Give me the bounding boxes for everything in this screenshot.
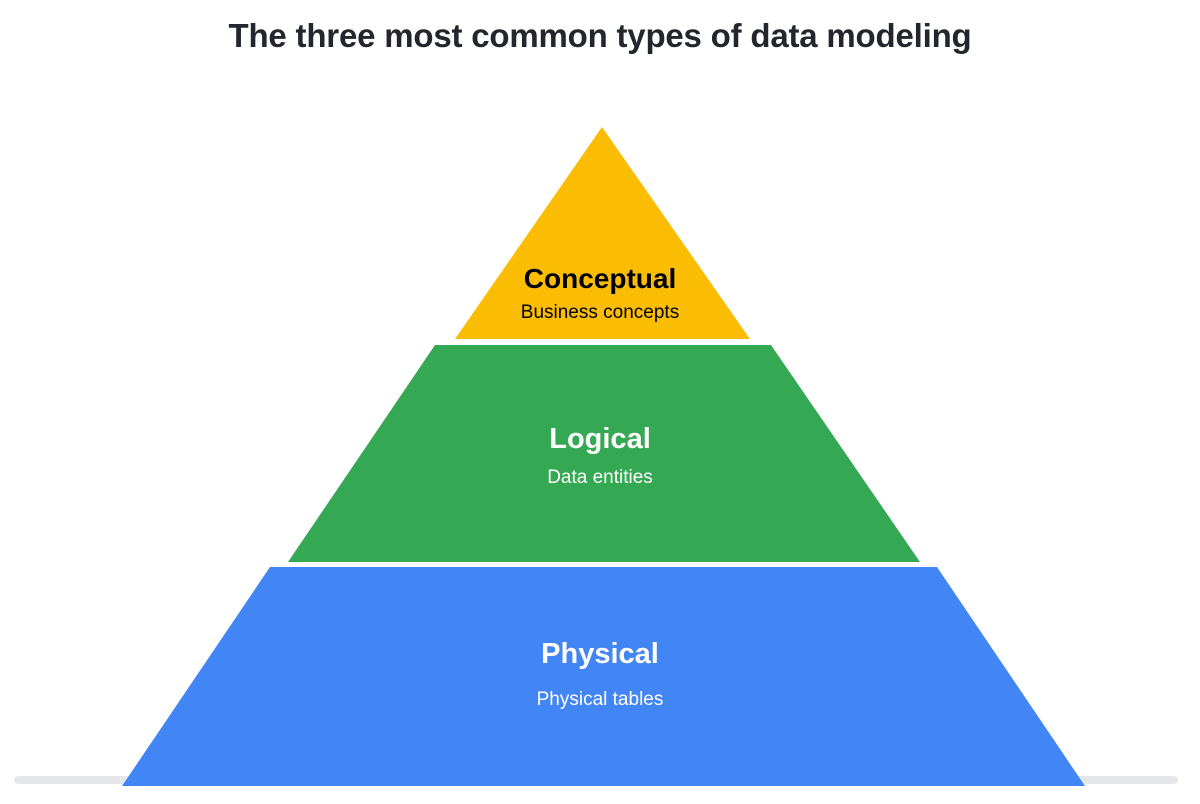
- pyramid-tier-conceptual[interactable]: [455, 127, 750, 339]
- pyramid-tier-logical[interactable]: [288, 345, 920, 562]
- page-title: The three most common types of data mode…: [228, 17, 972, 54]
- pyramid-tier-physical[interactable]: [122, 567, 1085, 786]
